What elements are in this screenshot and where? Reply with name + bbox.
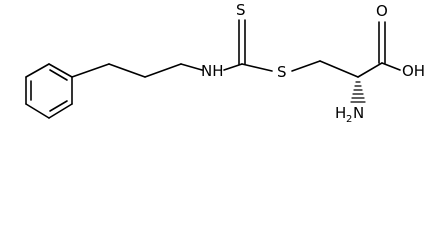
propyl-chain [71,63,203,78]
amino-group-label: H 2 N [335,104,364,125]
ring-bond-6 [25,63,50,78]
carbonyl-oxygen-label: O [376,2,388,20]
cysteine-fragment [291,21,401,103]
chain-bond-4 [180,63,203,71]
benzene-ring [25,63,73,119]
chain-bond-1 [71,63,110,78]
chemical-structure: S NH S O OH H 2 N [25,1,425,125]
ring-bond-4 [25,103,50,119]
c-oh-bond [381,62,401,71]
amine-nh-label: NH [201,62,224,80]
amino-n-label: N [353,104,364,122]
chain-bond-3 [144,63,182,78]
dithiocarbamate-group [223,19,273,72]
thioether-sulfur-label: S [277,63,287,81]
ring-double-bond-inner-2 [49,100,68,112]
ch2-to-ca-bond [319,60,359,78]
ring-bond-1 [48,63,73,78]
amino-h-label: H [335,104,346,122]
ring-double-bond-inner-1 [49,69,68,81]
amino-subscript-label: 2 [346,114,352,125]
c-to-s-bond [241,63,273,72]
chain-bond-2 [108,63,146,78]
s-to-ch2-bond [291,60,321,72]
hydroxyl-label: OH [402,62,425,80]
ring-bond-3 [48,103,73,119]
ca-to-cooh-bond [357,62,383,78]
thione-sulfur-label: S [236,1,246,19]
nh-to-c-bond [223,63,243,71]
stereo-hash-bond [350,81,366,103]
